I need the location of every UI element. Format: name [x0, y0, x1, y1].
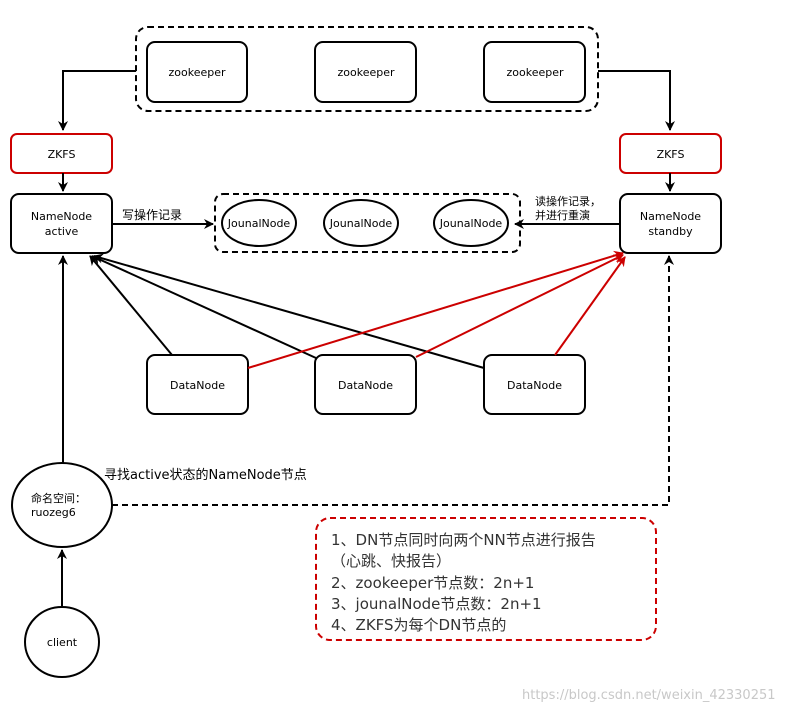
note-line-4: 3、jounalNode节点数：2n+1 [331, 595, 542, 613]
note-line-3: 2、zookeeper节点数：2n+1 [331, 574, 534, 592]
zkfs-left: ZKFS [10, 133, 113, 174]
find-active-label: 寻找active状态的NameNode节点 [104, 467, 307, 483]
namespace-to-standby-arrow [112, 255, 674, 506]
zookeeper-node-3-label: zookeeper [506, 66, 563, 79]
client-label: client [47, 636, 78, 649]
namenode-standby: NameNode standby [619, 193, 722, 254]
datanode-2: DataNode [314, 354, 417, 415]
datanode-2-label: DataNode [338, 379, 393, 392]
journalnode-1-label: JounalNode [227, 217, 291, 230]
zookeeper-cluster-group [135, 26, 599, 112]
journalnode-3-label: JounalNode [439, 217, 503, 230]
watermark: https://blog.csdn.net/weixin_42330251 [522, 688, 776, 703]
datanode-3: DataNode [483, 354, 586, 415]
journalnode-3: JounalNode [433, 199, 509, 247]
datanode-2-to-active-arrow [91, 255, 317, 359]
journalnode-1: JounalNode [221, 199, 297, 247]
namenode-standby-state: standby [648, 225, 693, 238]
zookeeper-node-2-label: zookeeper [337, 66, 394, 79]
read-log-label-line1: 读操作记录， [535, 194, 601, 208]
note-line-5: 4、ZKFS为每个DN节点的 [331, 616, 506, 634]
datanode-3-to-active-arrow [93, 253, 485, 369]
zookeeper-node-3: zookeeper [483, 41, 586, 103]
namespace-label: 命名空间： [31, 491, 86, 505]
namenode-active: NameNode active [10, 193, 113, 254]
zk-to-zkfs-left-connector [58, 70, 136, 131]
zookeeper-node-1: zookeeper [146, 41, 248, 103]
datanode-2-to-standby-arrow [415, 254, 624, 358]
zkfs-right-label: ZKFS [657, 148, 685, 161]
namespace-node: 命名空间： ruozeg6 [11, 462, 113, 548]
namenode-active-state: active [45, 225, 79, 238]
write-log-label: 写操作记录 [122, 207, 182, 222]
namespace-id: ruozeg6 [31, 506, 76, 519]
journalnode-2: JounalNode [323, 199, 399, 247]
client-node: client [24, 606, 100, 678]
zkfs-left-label: ZKFS [48, 148, 76, 161]
namenode-standby-title: NameNode [640, 210, 701, 223]
namenode-active-title: NameNode [31, 210, 92, 223]
note-line-2: （心跳、快报告） [331, 552, 451, 570]
datanode-1-to-standby-arrow [247, 250, 624, 369]
datanode-1: DataNode [146, 354, 249, 415]
zookeeper-node-2: zookeeper [314, 41, 417, 103]
zkfs-right: ZKFS [619, 133, 722, 174]
datanode-1-to-active-arrow [89, 255, 173, 356]
journalnode-2-label: JounalNode [329, 217, 393, 230]
zookeeper-node-1-label: zookeeper [168, 66, 225, 79]
notes-box [315, 517, 657, 641]
datanode-3-to-standby-arrow [554, 256, 626, 356]
note-line-1: 1、DN节点同时向两个NN节点进行报告 [331, 531, 596, 549]
zk-to-zkfs-right-connector [598, 70, 675, 131]
datanode-1-label: DataNode [170, 379, 225, 392]
read-log-label-line2: 并进行重演 [535, 208, 590, 222]
datanode-3-label: DataNode [507, 379, 562, 392]
